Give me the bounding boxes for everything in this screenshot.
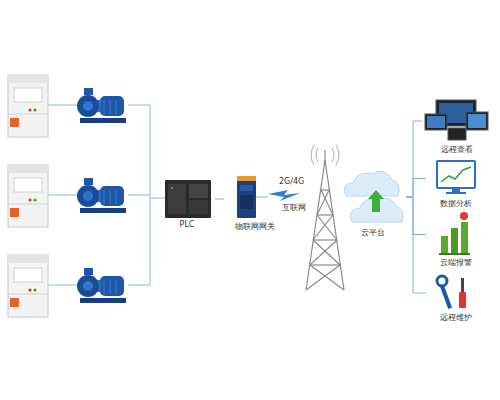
cloud-alarm-icon: 云端报警	[426, 213, 486, 268]
node-label: 云端报警	[426, 258, 486, 268]
node-label: 云平台	[340, 228, 406, 238]
remote-view-icon: 远程查看	[422, 99, 492, 155]
node-label: 远程查看	[422, 145, 492, 155]
network-label: 互联网	[282, 204, 306, 213]
cloud-platform: 云平台	[340, 168, 406, 238]
node-label: PLC	[159, 220, 215, 230]
plc-box: PLC	[159, 180, 215, 230]
remote-maintenance-icon: 远程维护	[426, 275, 486, 323]
connector	[406, 197, 426, 293]
data-analysis-icon: 数据分析	[426, 160, 486, 209]
node-label: 物联网网关	[224, 222, 286, 232]
connector	[406, 121, 422, 197]
gateway-box: 物联网网关	[224, 174, 286, 232]
network-label: 2G/4G	[279, 178, 304, 187]
node-label: 远程维护	[426, 313, 486, 323]
connector	[406, 179, 426, 198]
connector	[406, 197, 426, 235]
node-label: 数据分析	[426, 199, 486, 209]
connector	[215, 199, 224, 200]
